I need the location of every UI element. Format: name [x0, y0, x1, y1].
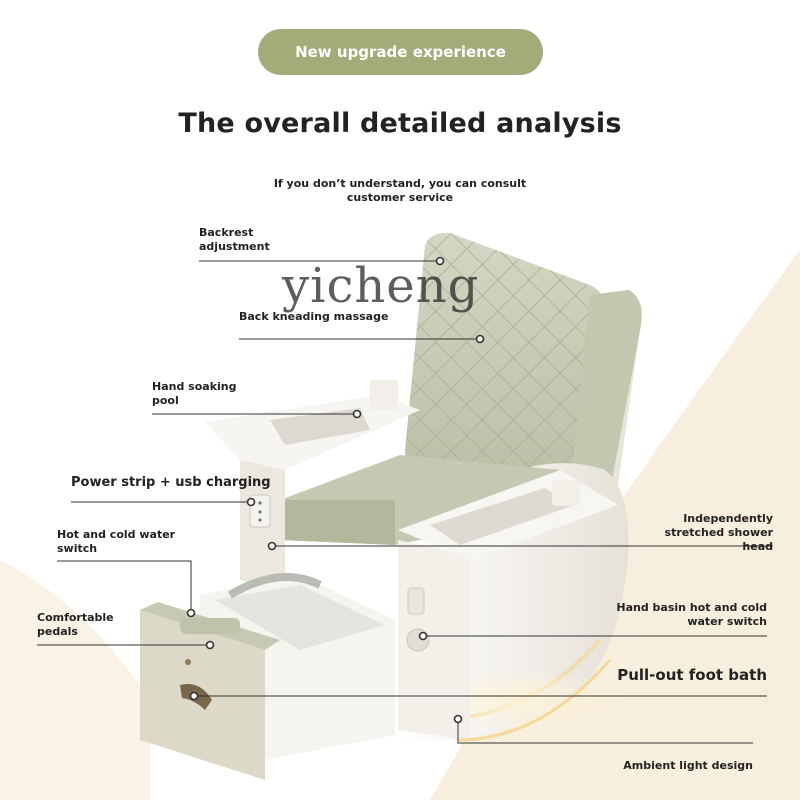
label-ambient-light: Ambient light design: [623, 759, 753, 772]
label-hand-basin-switch: Hand basin hot and cold water switch: [616, 601, 767, 628]
label-pull-out-foot-bath: Pull-out foot bath: [617, 666, 767, 684]
label-hand-soaking-pool: Hand soaking pool: [152, 380, 237, 407]
label-backrest-adjustment: Backrest adjustment: [199, 226, 270, 253]
page-subtitle: If you don’t understand, you can consult…: [273, 177, 527, 204]
watermark-text: yicheng: [282, 258, 480, 314]
label-comfortable-pedals: Comfortable pedals: [37, 611, 114, 638]
upgrade-badge: New upgrade experience: [258, 29, 543, 75]
label-power-strip: Power strip + usb charging: [71, 475, 271, 490]
label-back-kneading-massage: Back kneading massage: [239, 310, 389, 323]
label-hot-cold-switch: Hot and cold water switch: [57, 528, 176, 555]
label-shower-head: Independently stretched shower head: [664, 512, 773, 553]
page-title: The overall detailed analysis: [178, 108, 622, 139]
backrest-wing: [570, 290, 642, 505]
